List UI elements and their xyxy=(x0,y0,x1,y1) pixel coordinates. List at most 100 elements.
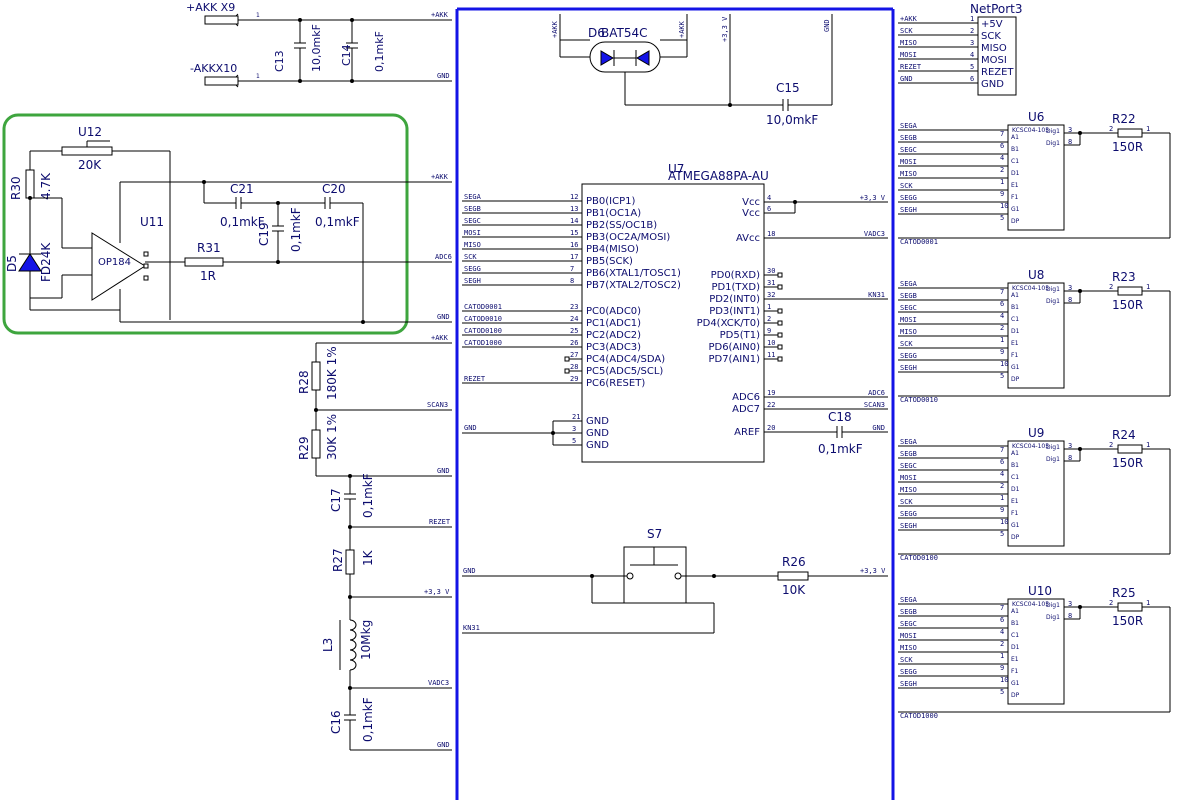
display-pin-number: 4 xyxy=(1000,154,1004,162)
display-seg-name: B1 xyxy=(1011,304,1019,311)
mcu-pin-number: 24 xyxy=(570,315,578,323)
display-pin-number: 8 xyxy=(1068,454,1072,462)
capacitor-c16[interactable]: C16 0,1mkF xyxy=(329,697,375,742)
resistor-r26[interactable]: R26 10K xyxy=(777,555,888,597)
capacitor-c20[interactable]: C20 0,1mkF xyxy=(278,182,365,324)
resistor-r29[interactable]: R29 30K 1% xyxy=(297,414,339,460)
display-pin-number: 2 xyxy=(1000,482,1004,490)
mcu-net-label: SCAN3 xyxy=(864,401,885,409)
display-catode-net: CATOD0100 xyxy=(900,554,938,562)
mcu-pin-name: PB6(XTAL1/TOSC1) xyxy=(586,268,681,279)
capacitor-c17[interactable]: C17 0,1mkF xyxy=(329,473,375,518)
display-pin-number: 2 xyxy=(1000,166,1004,174)
r30-val: 4.7K xyxy=(39,172,53,200)
mcu-pin-number: 7 xyxy=(570,265,574,273)
c21-ref: C21 xyxy=(230,182,254,196)
mcu-pin-number: 25 xyxy=(570,327,578,335)
capacitor-c21[interactable]: C21 0,1mkF xyxy=(202,180,278,229)
netport-pin-name: MOSI xyxy=(981,55,1007,66)
c21-val: 0,1mkF xyxy=(220,215,265,229)
mcu-pin-number: 15 xyxy=(570,229,578,237)
net-akk-low: +AKK xyxy=(431,334,449,342)
mcu-pin-number: 1 xyxy=(767,303,771,311)
netport-pin-name: GND xyxy=(981,79,1004,90)
trimmer-u12[interactable]: U12 20K xyxy=(30,125,170,172)
display-seg-name: E1 xyxy=(1011,182,1019,189)
mcu-pin-name: PB3(OC2A/MOSI) xyxy=(586,232,670,243)
mcu-u7[interactable]: U7 ATMEGA88PA-AU xyxy=(581,162,769,463)
capacitor-c13[interactable]: C13 10,0mkF xyxy=(273,18,323,83)
mcu-pin-name: PC0(ADC0) xyxy=(586,306,641,317)
netport-ref: NetPort3 xyxy=(970,2,1023,16)
display-catode-net: CATOD0001 xyxy=(900,238,938,246)
display-pin-number: 1 xyxy=(1146,599,1150,607)
resistor-r28[interactable]: R28 180K 1% xyxy=(297,346,339,400)
display-net-label: MOSI xyxy=(900,632,917,640)
c19-ref: C19 xyxy=(257,222,271,246)
connector-netport3[interactable]: NetPort3 xyxy=(970,2,1023,96)
capacitor-c18[interactable]: C18 0,1mkF xyxy=(764,410,888,456)
display-pin-number: 6 xyxy=(1000,142,1004,150)
mcu-pin-name: PC3(ADC3) xyxy=(586,342,641,353)
mcu-pin-number: 10 xyxy=(767,339,775,347)
opamp-u11[interactable]: OP184 U11 xyxy=(91,215,164,301)
diode-d6[interactable]: D6 BAT54C xyxy=(588,26,661,73)
mcu-pin-name: Vcc xyxy=(742,197,760,208)
resistor-r30[interactable]: R30 4.7K xyxy=(9,169,53,248)
display-seg-name: C1 xyxy=(1011,474,1019,481)
resistor-r27[interactable]: R27 1K xyxy=(331,548,375,575)
connector-x10[interactable]: 1 -AKKX10 xyxy=(190,62,452,88)
c20-val: 0,1mkF xyxy=(315,215,360,229)
capacitor-c19[interactable]: C19 0,1mkF xyxy=(257,201,303,264)
d6-val: BAT54C xyxy=(601,26,648,40)
display-seg-name: A1 xyxy=(1011,292,1019,299)
display-seg-name: G1 xyxy=(1011,522,1020,529)
resistor-r31[interactable]: R31 1R xyxy=(184,241,452,283)
svg-text:1: 1 xyxy=(256,12,260,19)
mcu-pin-name: PD2(INT0) xyxy=(709,294,760,305)
display-catode-net: CATOD0010 xyxy=(900,396,938,404)
net-scan3-left: SCAN3 xyxy=(427,401,448,409)
mcu-pin-name: PD6(AIN0) xyxy=(708,342,760,353)
display-resistor-ref: R22 xyxy=(1112,112,1136,126)
mcu-pin-number: 8 xyxy=(570,277,574,285)
netport-net-label: +AKK xyxy=(900,15,918,23)
netport-pin-name: +5V xyxy=(981,19,1003,30)
display-ref: U8 xyxy=(1028,268,1044,282)
switch-s7[interactable]: S7 xyxy=(623,527,687,604)
r27-ref: R27 xyxy=(331,548,345,572)
mcu-pin-number: 23 xyxy=(570,303,578,311)
display-seg-name: F1 xyxy=(1011,510,1018,517)
mcu-pin-number: 9 xyxy=(767,327,771,335)
display-chip: KCSC04-105 xyxy=(1012,443,1049,450)
mcu-pin-name: PB4(MISO) xyxy=(586,244,639,255)
mcu-pin-name: PB5(SCK) xyxy=(586,256,633,267)
connector-x9[interactable]: 1 +AKK X9 xyxy=(186,1,452,27)
diode-d5[interactable]: D5 FD24K xyxy=(5,242,53,298)
mcu-net-label: CATOD0100 xyxy=(464,327,502,335)
capacitor-c15[interactable]: C15 10,0mkF xyxy=(766,81,832,127)
mcu-net-label: CATOD0001 xyxy=(464,303,502,311)
display-seg-name: F1 xyxy=(1011,352,1018,359)
mcu-net-label: SEGG xyxy=(464,265,481,273)
display-seg-name: B1 xyxy=(1011,146,1019,153)
display-pin-number: 1 xyxy=(1000,336,1004,344)
capacitor-c14[interactable]: C14 0,1mkF xyxy=(340,18,386,83)
display-pin-number: 10 xyxy=(1000,202,1008,210)
display-pin-number: 1 xyxy=(1146,441,1150,449)
mcu-pin-number: 31 xyxy=(767,279,775,287)
mcu-pin-name: GND xyxy=(586,416,609,427)
c18-val: 0,1mkF xyxy=(818,442,863,456)
display-pin-number: 1 xyxy=(1000,494,1004,502)
display-seg-name: F1 xyxy=(1011,194,1018,201)
mcu-pin-name: ADC7 xyxy=(732,404,760,415)
inductor-l3[interactable]: L3 10Mkg xyxy=(321,619,373,671)
